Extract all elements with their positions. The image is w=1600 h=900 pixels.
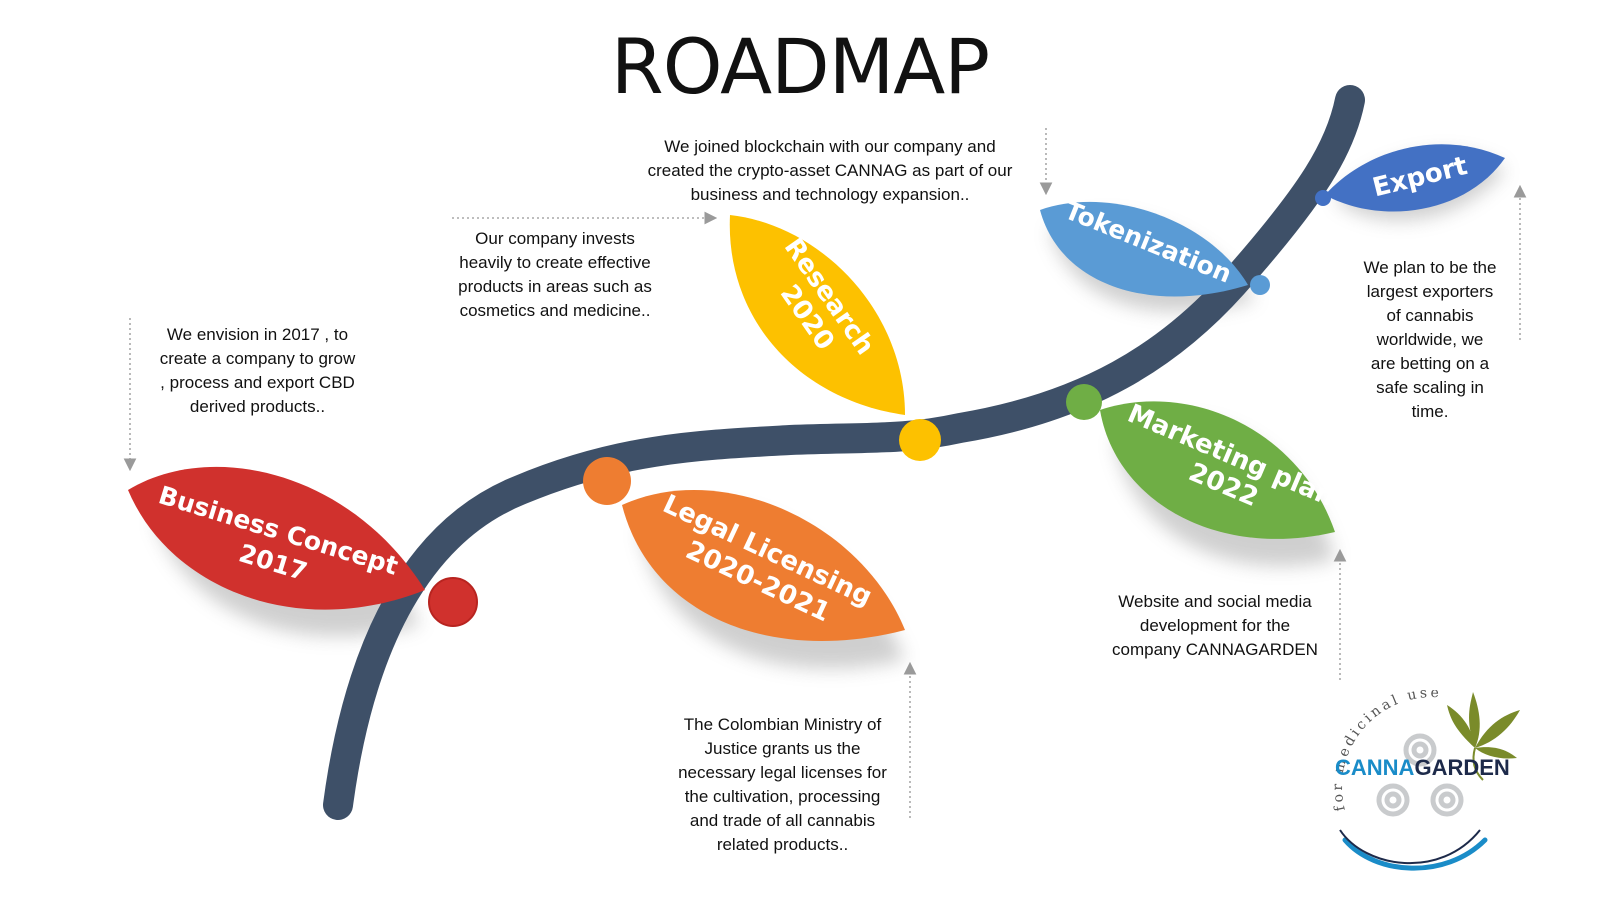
cannabis-leaf-icon [1447,692,1520,781]
description-business-concept: We envision in 2017 , to create a compan… [159,325,356,416]
logo-spiral-icon [1376,733,1464,817]
leaf-legal-licensing [622,489,905,642]
description-tokenization: We joined blockchain with our company an… [647,137,1013,204]
leaf-export [1325,144,1505,212]
node-tokenization [1250,275,1270,295]
description-marketing-plan: Website and social media development for… [1112,592,1318,659]
leaf-business-concept [128,466,425,610]
node-research [899,419,941,461]
timeline-path-tip [1323,96,1354,152]
connector-arrows [123,128,1527,818]
node-business-concept [428,577,478,627]
logo-brand: CANNAGARDEN [1335,755,1510,780]
node-marketing-plan [1066,384,1102,420]
description-legal-licensing: The Colombian Ministry of Justice grants… [678,715,887,854]
description-research: Our company invests heavily to create ef… [458,229,652,320]
page-title: ROADMAP [610,22,990,111]
leaf-research [729,215,905,415]
logo-swoosh [1342,837,1488,871]
description-export: We plan to be the largest exporters of c… [1363,258,1497,421]
cannagarden-logo: for medicinal use CANNAGARDEN [1330,690,1520,871]
node-legal-licensing [583,457,631,505]
node-export [1315,190,1331,206]
leaf-marketing-plan [1100,401,1335,539]
leaf-tokenization [1040,201,1248,297]
timeline-path [323,85,1365,820]
